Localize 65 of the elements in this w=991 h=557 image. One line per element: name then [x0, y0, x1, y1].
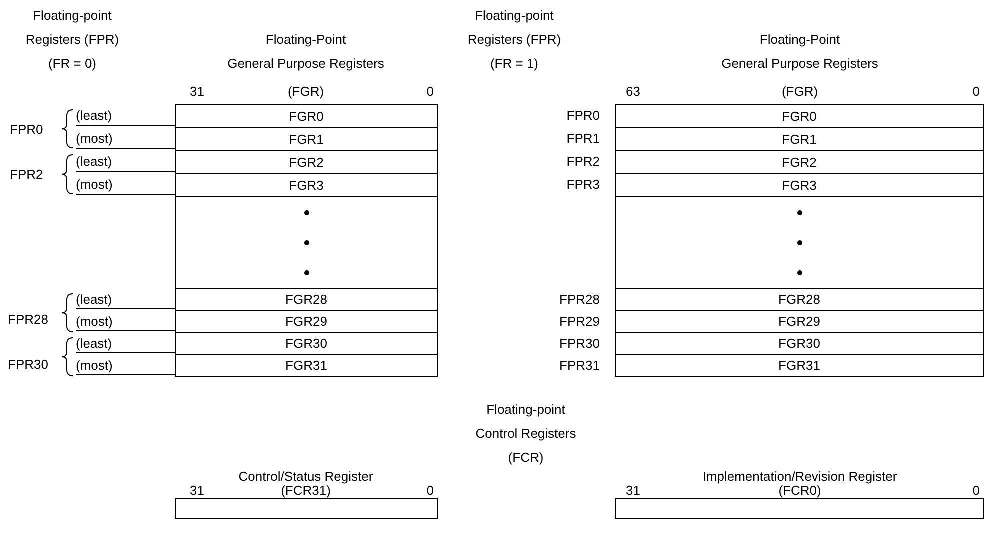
- register-name: FPR0: [566, 107, 600, 125]
- register-name: FPR28: [8, 311, 50, 329]
- bit-number: 0: [426, 482, 434, 500]
- register-field: FGR3: [615, 173, 984, 197]
- leader-line: [76, 374, 176, 376]
- byte-order-label: (least): [76, 289, 122, 309]
- bit-number: 63: [626, 83, 642, 101]
- register-field: [175, 498, 438, 519]
- register-field: FGR3: [175, 173, 438, 197]
- register-field: FGR28: [615, 288, 984, 311]
- register-field: FGR31: [615, 354, 984, 377]
- field-name: (FCR0): [778, 483, 822, 500]
- field-name: (FCR31): [280, 483, 331, 500]
- register-field: FGR2: [175, 150, 438, 174]
- leader-line: [76, 194, 176, 196]
- bit-number: 0: [972, 83, 980, 101]
- register-field: FGR30: [615, 332, 984, 355]
- register-field: FGR0: [175, 104, 438, 128]
- register-name: FPR2: [566, 153, 600, 171]
- register-name: FPR29: [558, 313, 600, 331]
- register-field: FGR29: [615, 310, 984, 333]
- leader-line: [76, 330, 176, 332]
- bit-number: 31: [190, 83, 206, 101]
- register-field: FGR30: [175, 332, 438, 355]
- leader-line: [76, 352, 176, 354]
- section-heading: Floating-point Control Registers (FCR): [474, 401, 578, 467]
- section-heading: Floating-point Registers (FPR) (FR = 0): [24, 7, 120, 73]
- register-field: FGR29: [175, 310, 438, 333]
- leader-line: [76, 308, 176, 310]
- register-name: FPR31: [558, 357, 600, 375]
- field-name: (FGR): [286, 83, 326, 101]
- register-field: FGR31: [175, 354, 438, 377]
- bit-number: 0: [972, 482, 980, 500]
- register-field: FGR1: [175, 127, 438, 151]
- section-heading: Floating-Point General Purpose Registers: [720, 31, 880, 73]
- register-name: FPR30: [8, 356, 50, 374]
- register-field: FGR1: [615, 127, 984, 151]
- register-field: [175, 196, 438, 289]
- register-name: FPR30: [558, 335, 600, 353]
- byte-order-label: (most): [76, 128, 122, 149]
- register-field: FGR0: [615, 104, 984, 128]
- leader-line: [76, 148, 176, 150]
- register-name: FPR1: [566, 130, 600, 148]
- byte-order-label: (least): [76, 151, 122, 172]
- register-title: Control/Status Register: [238, 468, 374, 486]
- register-field: [615, 498, 984, 519]
- register-name: FPR3: [566, 176, 600, 194]
- section-heading: Floating-Point General Purpose Registers: [226, 31, 386, 73]
- bit-number: 31: [190, 482, 206, 500]
- byte-order-label: (least): [76, 333, 122, 353]
- bit-number: 31: [626, 482, 642, 500]
- register-name: FPR2: [10, 166, 44, 184]
- register-field: [615, 196, 984, 289]
- byte-order-label: (most): [76, 174, 122, 195]
- register-name: FPR0: [10, 121, 44, 139]
- byte-order-label: (most): [76, 311, 122, 331]
- register-title: Implementation/Revision Register: [702, 468, 898, 486]
- field-name: (FGR): [780, 83, 820, 101]
- section-heading: Floating-point Registers (FPR) (FR = 1): [466, 7, 562, 73]
- register-field: FGR28: [175, 288, 438, 311]
- byte-order-label: (most): [76, 355, 122, 375]
- byte-order-label: (least): [76, 105, 122, 126]
- register-name: FPR28: [558, 291, 600, 309]
- bit-number: 0: [426, 83, 434, 101]
- register-field: FGR2: [615, 150, 984, 174]
